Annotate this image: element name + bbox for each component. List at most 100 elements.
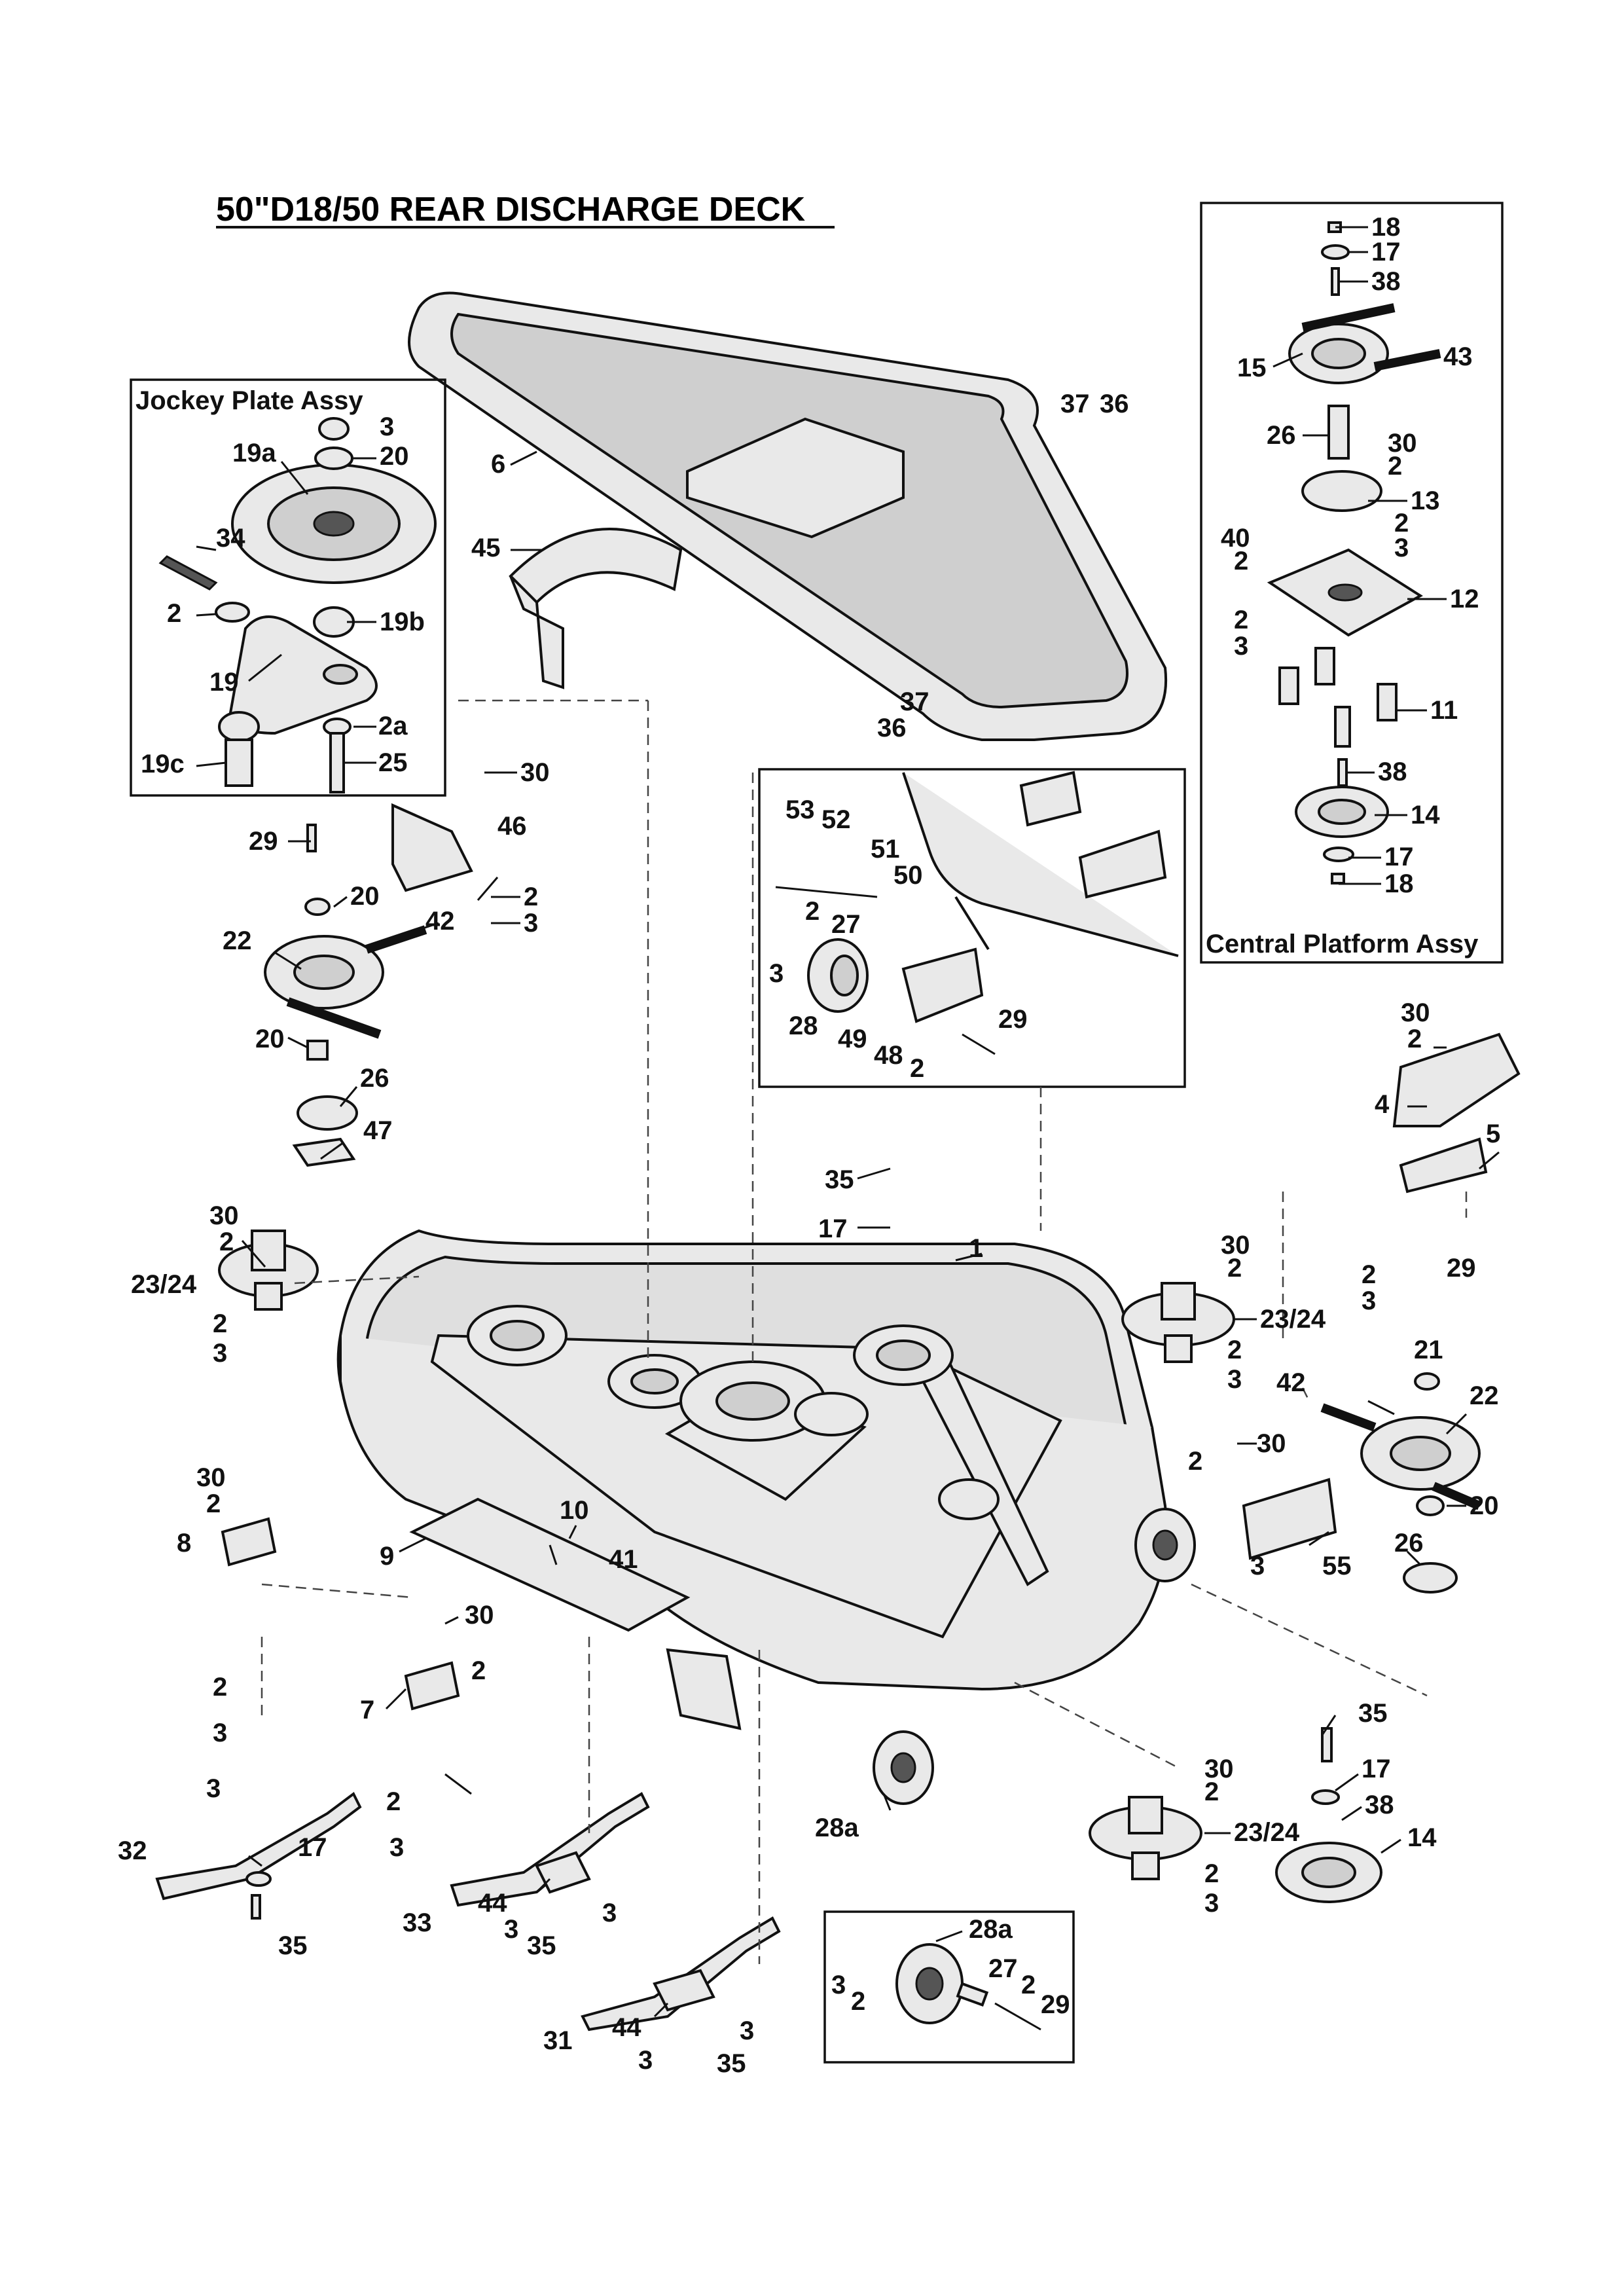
callout: 27	[831, 910, 861, 939]
callout: 36	[877, 714, 907, 742]
wheel-detail-parts	[895, 1943, 1041, 2031]
callout: 2	[1234, 547, 1248, 575]
callout: 2	[1234, 606, 1248, 634]
callout: 2	[1204, 1777, 1219, 1806]
callout: 23/24	[1234, 1818, 1300, 1847]
callout: 2	[1407, 1025, 1422, 1053]
callout: 43	[1443, 342, 1473, 371]
callout: 2	[1021, 1971, 1036, 1999]
callout: 21	[1414, 1336, 1443, 1364]
callout: 2a	[378, 712, 408, 740]
callout: 35	[527, 1931, 556, 1960]
callout: 19b	[380, 608, 425, 636]
callout: 30	[196, 1463, 226, 1492]
callout: 50	[893, 861, 923, 890]
callout: 29	[249, 827, 278, 856]
callout: 35	[717, 2049, 746, 2078]
deck-top-cover	[408, 291, 1168, 741]
left-spindle	[218, 1230, 319, 1311]
callout: 35	[825, 1165, 854, 1194]
callout: 15	[1237, 354, 1267, 382]
callout: 20	[1470, 1491, 1499, 1520]
callout: 20	[350, 882, 380, 911]
callout: 19	[209, 668, 239, 697]
callout: 2	[1362, 1260, 1376, 1289]
callout: 2	[1227, 1336, 1242, 1364]
callout: 45	[471, 534, 501, 562]
callout: 35	[1358, 1699, 1388, 1728]
left-pulley-22	[264, 803, 473, 1167]
callout: 29	[998, 1005, 1028, 1034]
callout: 52	[821, 805, 851, 834]
callout: 2	[206, 1489, 221, 1518]
callout: 25	[378, 748, 408, 777]
callout: 2	[213, 1309, 227, 1338]
callout: 2	[910, 1054, 924, 1083]
callout: 42	[1276, 1368, 1306, 1397]
wheel-detail-box	[823, 1910, 1075, 2064]
callout: 17	[298, 1833, 327, 1862]
callout: 3	[1250, 1552, 1265, 1580]
callout: 30	[1204, 1755, 1234, 1783]
callout: 22	[1470, 1381, 1499, 1410]
idler-detail-box	[758, 768, 1186, 1088]
callout: 44	[478, 1889, 507, 1918]
callout: 2	[1388, 452, 1402, 481]
callout: 3	[602, 1899, 617, 1927]
callout: 18	[1384, 869, 1414, 898]
callout: 35	[278, 1931, 308, 1960]
callout: 41	[609, 1545, 638, 1574]
callout: 37	[900, 687, 929, 716]
callout: 27	[988, 1954, 1018, 1983]
callout: 26	[1394, 1529, 1424, 1558]
callout: 2	[851, 1987, 865, 2016]
callout: 9	[380, 1542, 394, 1571]
callout: 55	[1322, 1552, 1352, 1580]
right-pulley-22	[1242, 1372, 1481, 1594]
callout: 44	[612, 2013, 641, 2042]
left-brackets	[221, 1517, 460, 1711]
callout: 2	[167, 599, 181, 628]
diagram-title: 50"D18/50 REAR DISCHARGE DECK	[216, 191, 806, 228]
callout: 23/24	[1260, 1305, 1326, 1334]
callout: 23/24	[131, 1270, 197, 1299]
callout: 38	[1365, 1791, 1394, 1819]
callout: 17	[1371, 238, 1401, 266]
callout: 53	[785, 795, 815, 824]
callout: 36	[1100, 390, 1129, 418]
callout: 12	[1450, 585, 1479, 613]
callout: 40	[1221, 524, 1250, 553]
callout: 2	[1204, 1859, 1219, 1888]
callout: 14	[1407, 1823, 1437, 1852]
callout: 2	[1188, 1447, 1202, 1476]
callout: 33	[403, 1908, 432, 1937]
central-platform-parts	[1267, 221, 1441, 884]
right-spindle	[1121, 1282, 1235, 1363]
callout: 14	[1411, 801, 1440, 829]
callout: 10	[560, 1496, 589, 1525]
callout: 11	[1430, 696, 1458, 725]
callout: 31	[543, 2026, 573, 2055]
callout: 47	[363, 1116, 393, 1145]
callout: 18	[1371, 213, 1401, 242]
idler-detail-parts	[775, 771, 1179, 1055]
leader-lines	[196, 226, 1500, 2018]
callout: 30	[465, 1601, 494, 1630]
callout: 6	[491, 450, 505, 479]
callout: 22	[223, 926, 252, 955]
callout: 13	[1411, 486, 1440, 515]
callouts: 18 17 38 15 43 26 30 2 13 2 40 2 3 12 2 …	[118, 213, 1500, 2078]
callout: 2	[805, 897, 820, 926]
callout: 4	[1375, 1090, 1390, 1119]
callout: 5	[1486, 1120, 1500, 1148]
bottom-pulley-14	[1275, 1727, 1382, 1903]
callout: 3	[504, 1915, 518, 1944]
central-platform-assy-box	[1200, 202, 1504, 964]
callout: 46	[497, 812, 527, 841]
callout: 28a	[969, 1915, 1013, 1944]
callout: 17	[1362, 1755, 1391, 1783]
callout: 3	[1362, 1286, 1376, 1315]
callout: 3	[1204, 1889, 1219, 1918]
callout: 3	[213, 1719, 227, 1747]
